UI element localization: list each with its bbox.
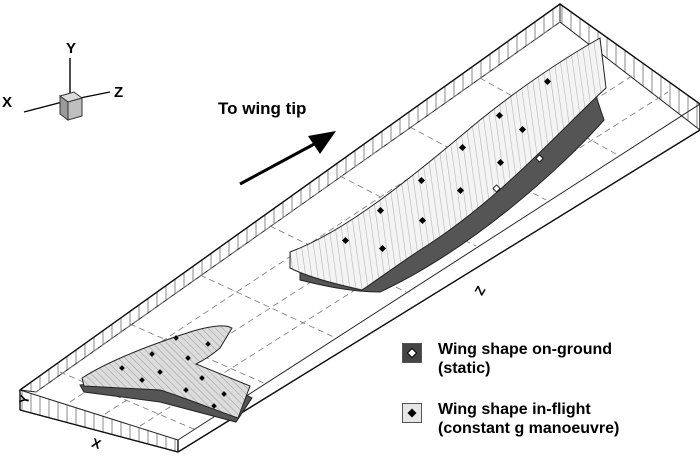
wing-upper-surface — [289, 37, 607, 291]
on-ground-markers — [492, 154, 544, 193]
legend-in-flight-line2: (constant g manoeuvre) — [438, 420, 620, 437]
inboard-markers — [119, 335, 227, 409]
legend-item-on-ground: Wing shape on-ground (static) — [402, 340, 612, 378]
inboard-upper-surface — [81, 325, 251, 419]
in-flight-markers — [341, 77, 552, 253]
legend-in-flight-line1: Wing shape in-flight — [438, 401, 591, 418]
wing-in-flight — [289, 37, 607, 293]
triad-y-label: Y — [66, 40, 77, 57]
arrow-label: To wing tip — [218, 99, 307, 118]
legend-swatch-in-flight — [402, 403, 422, 423]
triad-x-label: X — [2, 94, 13, 111]
legend-on-ground-line2: (static) — [438, 360, 491, 377]
wing-inboard-section — [79, 325, 253, 423]
legend-on-ground-line1: Wing shape on-ground — [438, 341, 613, 358]
hollow-diamond-icon — [407, 348, 417, 358]
to-wing-tip-arrow — [239, 131, 336, 186]
legend-swatch-on-ground — [402, 343, 422, 363]
bounding-box — [18, 3, 700, 453]
triad-cube — [58, 91, 84, 121]
axis-triad — [23, 58, 111, 121]
legend-item-in-flight: Wing shape in-flight (constant g manoeuv… — [402, 400, 619, 438]
triad-z-label: Z — [114, 84, 124, 101]
filled-diamond-icon — [407, 408, 417, 418]
